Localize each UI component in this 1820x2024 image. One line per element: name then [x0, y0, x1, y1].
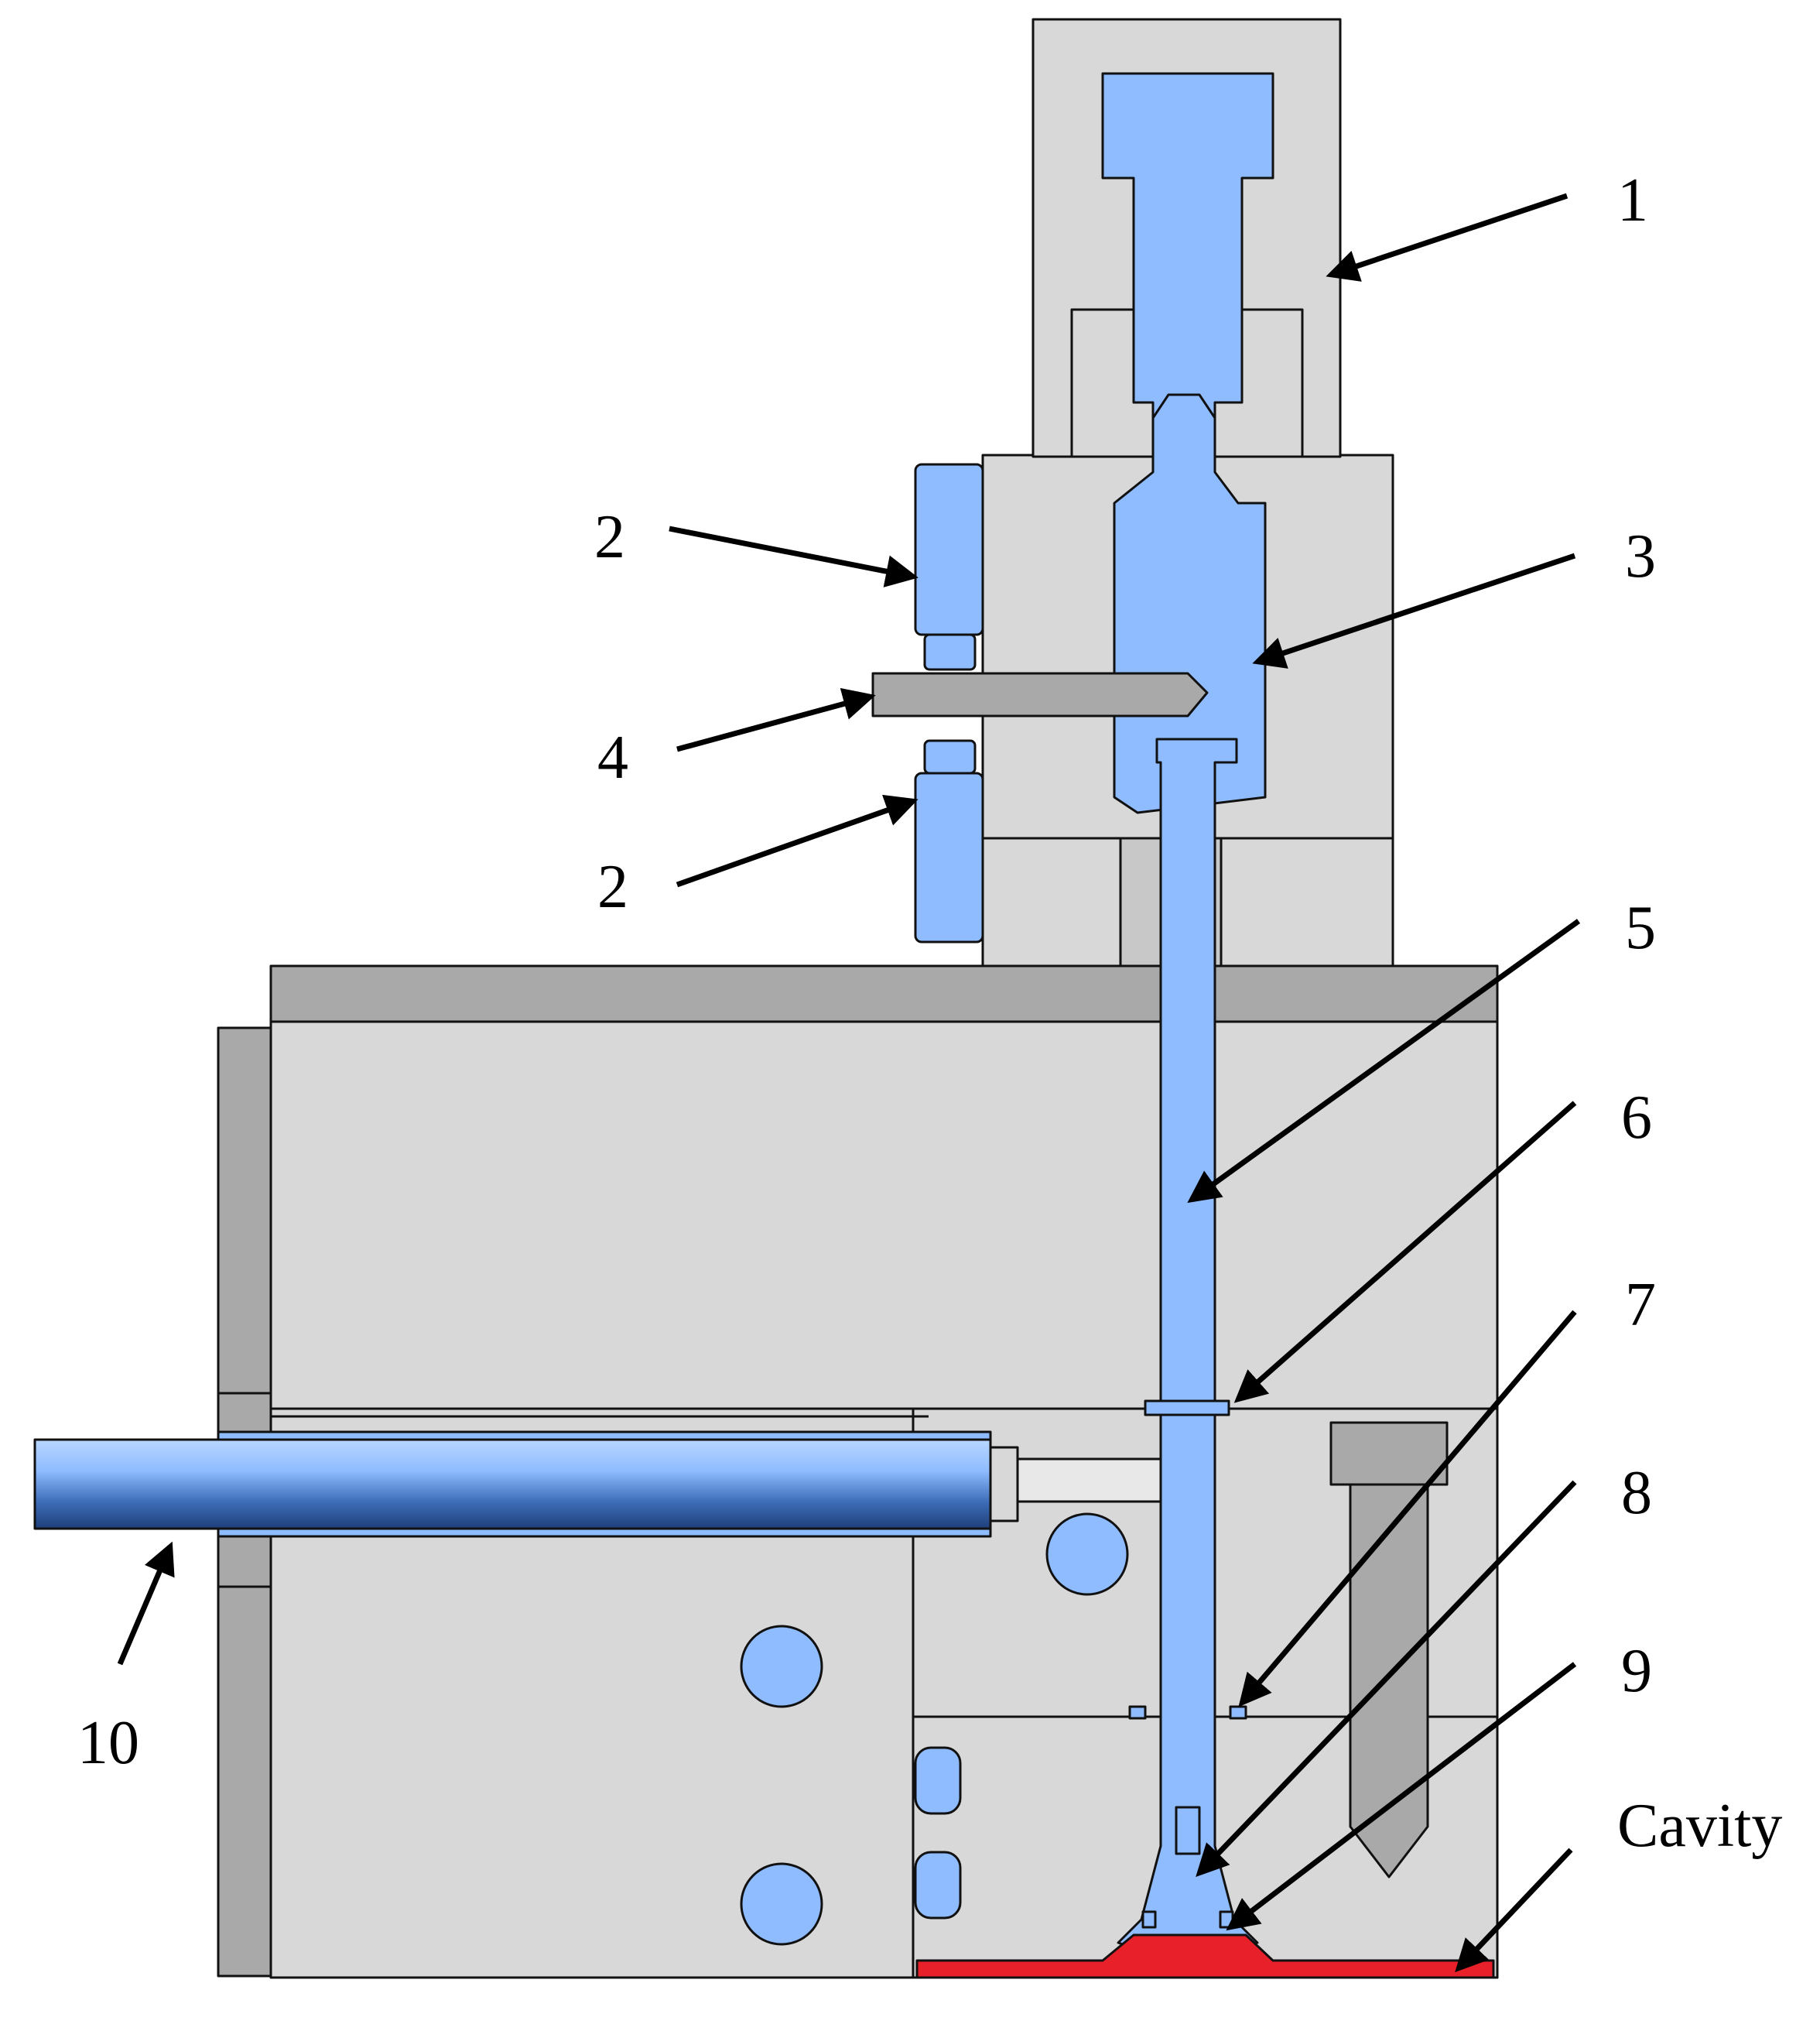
cavity-melt: [915, 1933, 1495, 1979]
label-9: 9: [1621, 1637, 1652, 1705]
cooling-channels: [740, 1512, 1129, 1946]
label-2-upper: 2: [594, 503, 625, 571]
bolt: [1329, 1421, 1449, 1878]
screw-2-lower: [914, 739, 984, 944]
pin-4: [871, 672, 1209, 717]
label-3: 3: [1625, 522, 1656, 591]
label-5: 5: [1625, 894, 1656, 962]
label-6: 6: [1621, 1084, 1652, 1152]
label-2-lower: 2: [597, 853, 628, 921]
callout-arrows: [117, 193, 1581, 1973]
melt-tube-10: [33, 1430, 1162, 1538]
label-1: 1: [1617, 166, 1648, 235]
label-8: 8: [1621, 1459, 1652, 1527]
label-7: 7: [1625, 1271, 1656, 1339]
screw-2-upper: [914, 463, 984, 671]
label-cavity: Cavity: [1617, 1792, 1782, 1860]
label-4: 4: [597, 724, 628, 792]
label-10: 10: [77, 1709, 139, 1777]
